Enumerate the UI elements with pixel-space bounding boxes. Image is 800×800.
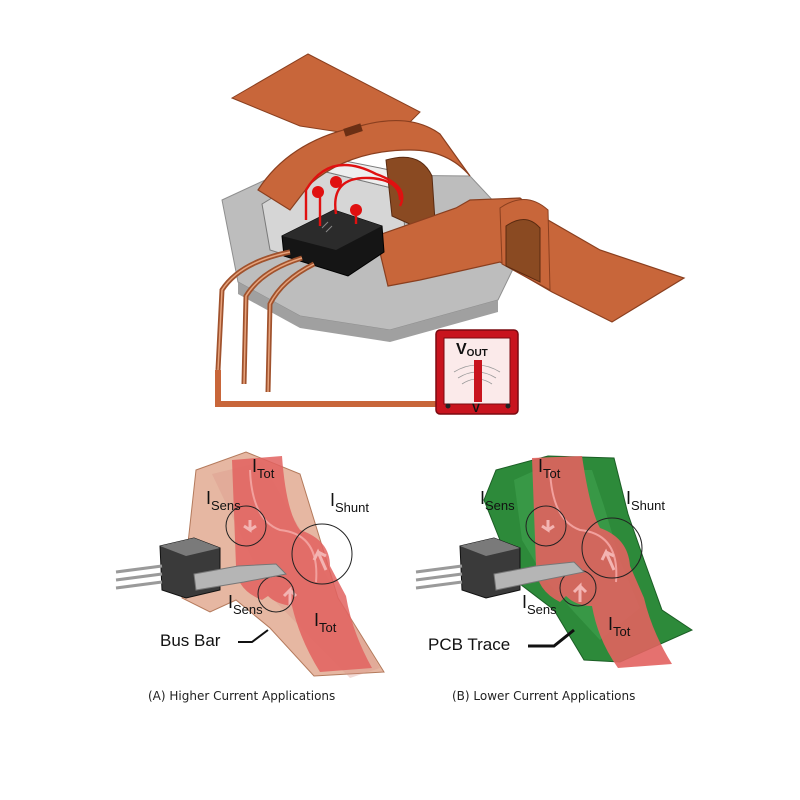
label-a-ishunt-sub: Shunt: [335, 500, 369, 515]
sensor-pins-a: [115, 564, 163, 590]
svg-text:ISens: ISens: [206, 488, 241, 513]
label-b-isens-bottom-sub: Sens: [527, 602, 557, 617]
sens-circle-b-top: [525, 505, 567, 547]
lead-frame-a: [193, 563, 288, 591]
current-flow-b: [532, 456, 672, 668]
label-a-itot-bottom-main: I: [314, 610, 319, 630]
label-b-itot-bottom-sub: Tot: [613, 624, 631, 639]
shunt-circle-a: [291, 523, 353, 585]
label-a-itot-top-sub: Tot: [257, 466, 275, 481]
label-b-isens-top-sub: Sens: [485, 498, 515, 513]
label-b-isens-top-main: I: [480, 488, 485, 508]
label-a-ishunt-main: I: [330, 490, 335, 510]
field-node-3: [350, 204, 362, 216]
label-a-itot-top-main: I: [252, 456, 257, 476]
sensor-pins-b: [415, 564, 463, 590]
top-illustration: VOUT V: [215, 53, 686, 415]
svg-text:IShunt: IShunt: [330, 490, 369, 515]
svg-text:ITot: ITot: [252, 456, 275, 481]
copper-loop: [257, 119, 471, 211]
svg-text:ITot: ITot: [538, 456, 561, 481]
panel-b: ITot ISens IShunt ISens ITot PCB Trace (…: [415, 455, 694, 703]
svg-text:ITot: ITot: [314, 610, 337, 635]
svg-text:ISens: ISens: [228, 592, 263, 617]
label-b-itot-top-main: I: [538, 456, 543, 476]
current-flow-a: [232, 456, 372, 672]
sens-circle-a-top: [225, 505, 267, 547]
lead-frame-b: [493, 561, 586, 591]
meter-subscript: OUT: [467, 348, 488, 359]
label-a-isens-top-main: I: [206, 488, 211, 508]
caption-a: (A) Higher Current Applications: [148, 689, 335, 703]
pointer-bus-bar: [238, 629, 269, 643]
meter-wire: [215, 370, 440, 407]
label-b-itot-bottom-main: I: [608, 614, 613, 634]
label-b-itot-top-sub: Tot: [543, 466, 561, 481]
svg-text:ITot: ITot: [608, 614, 631, 639]
svg-text:IShunt: IShunt: [626, 488, 665, 513]
label-bus-bar: Bus Bar: [160, 631, 221, 650]
label-a-itot-bottom-sub: Tot: [319, 620, 337, 635]
svg-text:ISens: ISens: [480, 488, 515, 513]
voltmeter: VOUT V: [435, 329, 519, 415]
pointer-pcb-trace: [528, 628, 575, 648]
field-node-1: [312, 186, 324, 198]
label-a-isens-top-sub: Sens: [211, 498, 241, 513]
svg-text:VOUT: VOUT: [456, 341, 488, 359]
shunt-circle-b: [581, 517, 643, 579]
field-node-2: [330, 176, 342, 188]
label-pcb-trace: PCB Trace: [428, 635, 510, 654]
meter-unit: V: [472, 401, 480, 415]
meter-symbol: V: [456, 341, 467, 358]
svg-text:ISens: ISens: [522, 592, 557, 617]
label-b-ishunt-sub: Shunt: [631, 498, 665, 513]
caption-b: (B) Lower Current Applications: [452, 689, 635, 703]
label-b-isens-bottom-main: I: [522, 592, 527, 612]
label-a-isens-bottom-sub: Sens: [233, 602, 263, 617]
label-b-ishunt-main: I: [626, 488, 631, 508]
meter-needle: [474, 360, 482, 402]
panel-a: ITot ISens IShunt ISens ITot Bus Bar (A)…: [115, 451, 385, 703]
label-a-isens-bottom-main: I: [228, 592, 233, 612]
